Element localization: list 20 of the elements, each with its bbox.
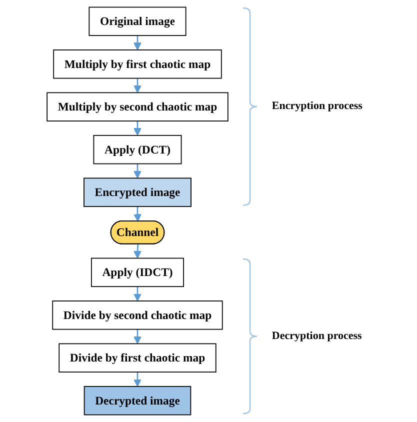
node-box: Original image [88, 6, 186, 36]
arrow [134, 121, 142, 136]
node-box: Apply (IDCT) [91, 258, 184, 288]
arrow [134, 329, 142, 344]
node-box: Divide by first chaotic map [58, 343, 216, 372]
node-box: Divide by second chaotic map [52, 300, 223, 330]
arrow [134, 164, 142, 179]
process-label: Encryption process [272, 100, 362, 113]
arrow [134, 244, 142, 259]
arrow [134, 286, 142, 302]
node-box: Apply (DCT) [93, 134, 182, 164]
node-box: Multiply by first chaotic map [53, 49, 222, 79]
node-box: Encrypted image [84, 178, 192, 207]
arrow [134, 206, 142, 222]
arrow [134, 36, 142, 50]
arrow [134, 78, 142, 94]
process-label: Decryption process [272, 330, 362, 343]
arrow [134, 372, 142, 387]
node-box: Decrypted image [84, 386, 192, 416]
node-box: Multiply by second chaotic map [46, 92, 228, 122]
